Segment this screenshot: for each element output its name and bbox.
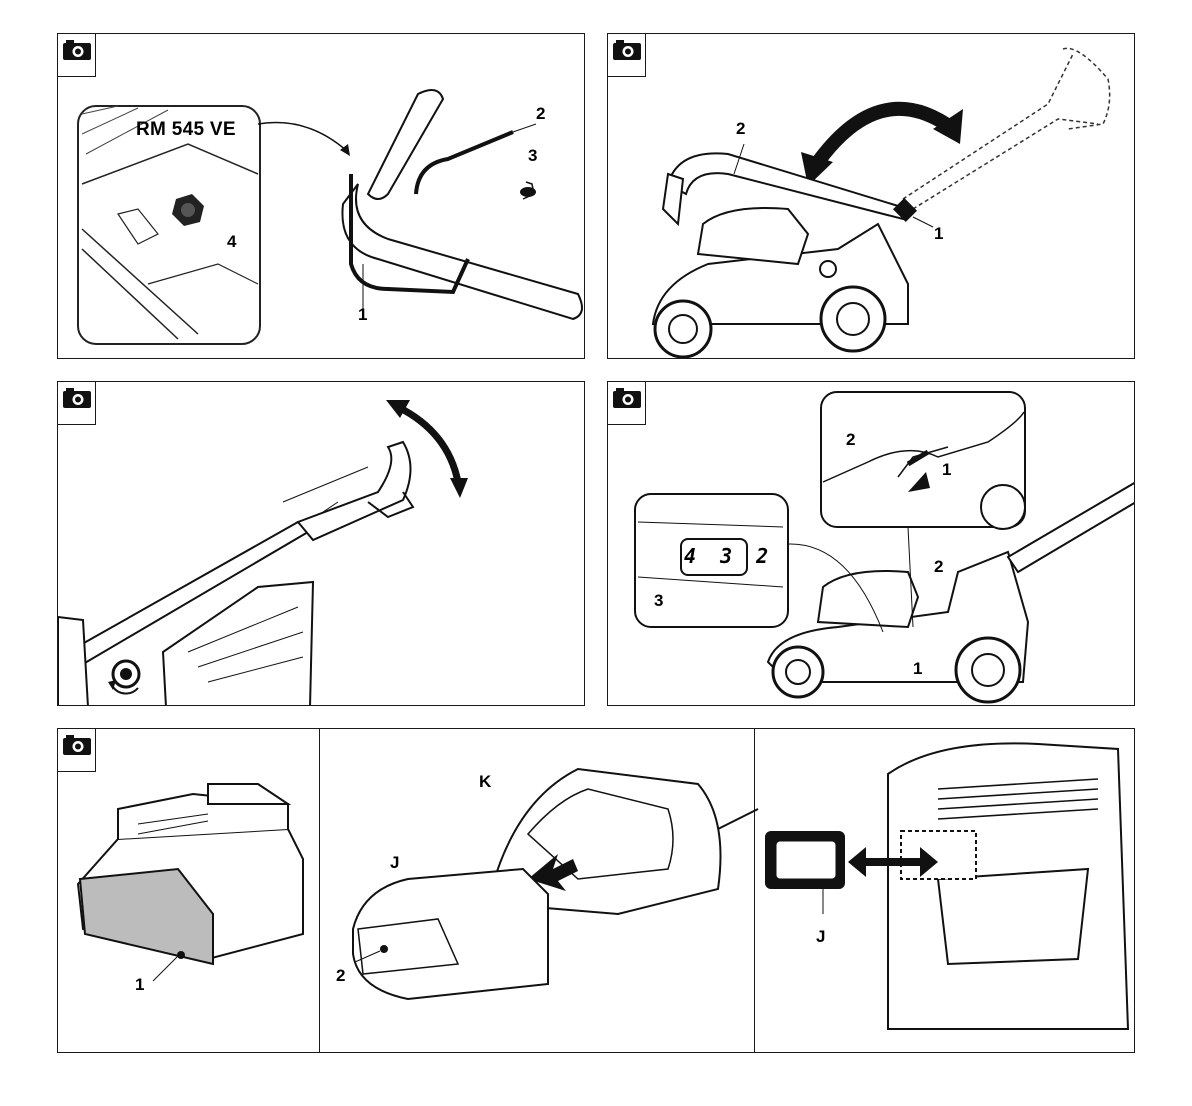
inset-label-2: 2 <box>846 431 855 448</box>
camera-icon <box>58 729 96 772</box>
gear-indicator: 4 3 2 <box>684 544 774 568</box>
label-2: 2 <box>934 558 943 575</box>
figure-panel-4: 2 1 4 3 2 3 2 1 <box>607 381 1135 706</box>
label-2: 2 <box>736 120 745 137</box>
camera-icon <box>58 34 96 77</box>
figure-panel-2: 2 1 <box>607 33 1135 359</box>
camera-icon <box>608 34 646 77</box>
label-1: 1 <box>358 306 367 323</box>
label-1: 1 <box>135 976 144 993</box>
label-j-battery: J <box>390 854 399 871</box>
handle-adjustment-illustration <box>58 34 585 359</box>
label-2: 2 <box>536 105 545 122</box>
figure-panel-3 <box>57 381 585 706</box>
label-1: 1 <box>913 660 922 677</box>
inset-label-1: 1 <box>942 461 951 478</box>
label-2: 2 <box>336 967 345 984</box>
battery-charging-illustration <box>58 729 1135 1053</box>
figure-panel-5: 1 J K 2 J <box>57 728 1135 1053</box>
figure-panel-1: RM 545 VE 4 2 3 1 <box>57 33 585 359</box>
label-3: 3 <box>528 147 537 164</box>
handle-height-illustration <box>58 382 585 706</box>
label-1: 1 <box>934 225 943 242</box>
label-k-charger: K <box>479 773 491 790</box>
label-j-insert: J <box>816 928 825 945</box>
handle-fold-illustration <box>608 34 1135 359</box>
model-name: RM 545 VE <box>136 119 236 141</box>
camera-icon <box>608 382 646 425</box>
label-3: 3 <box>654 592 663 609</box>
label-4: 4 <box>227 233 236 250</box>
camera-icon <box>58 382 96 425</box>
